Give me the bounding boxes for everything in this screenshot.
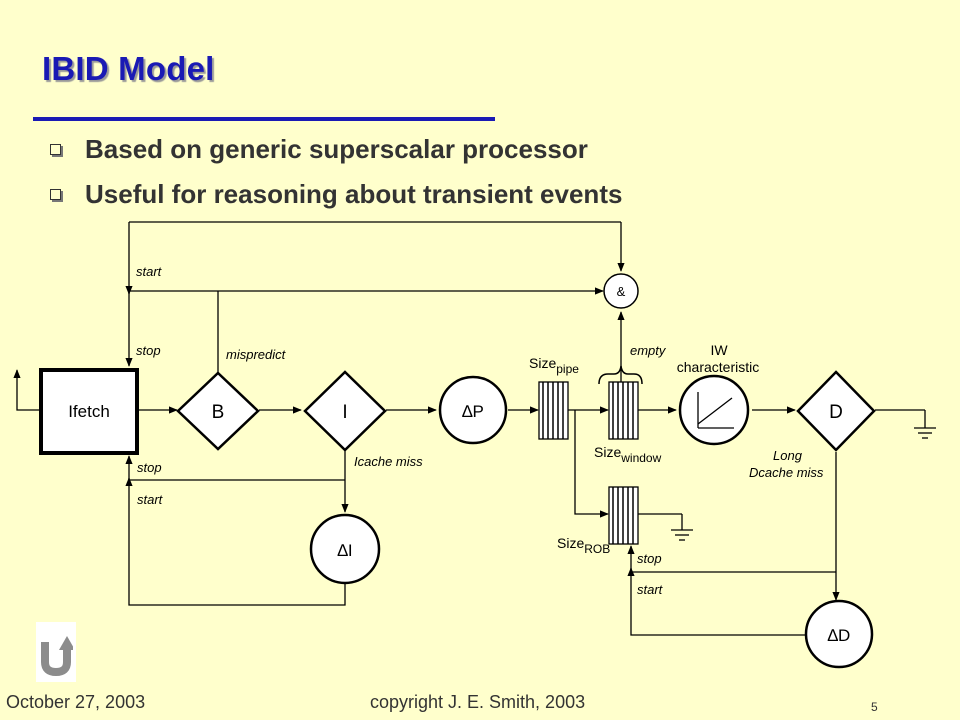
page-number: 5 bbox=[871, 700, 878, 714]
start-bottom-label: start bbox=[137, 492, 164, 507]
icache-miss-label: Icache miss bbox=[354, 454, 423, 469]
iw-label-line1: IW bbox=[710, 342, 728, 358]
d-diamond bbox=[796, 370, 876, 452]
university-logo bbox=[36, 622, 76, 682]
slide-title: IBID Model bbox=[42, 50, 215, 87]
bullet-text: Useful for reasoning about transient eve… bbox=[85, 179, 623, 209]
delta-i-label: ∆I bbox=[337, 541, 352, 560]
mispredict-label: mispredict bbox=[226, 347, 287, 362]
delta-d-label: ∆D bbox=[828, 626, 851, 645]
footer-copyright: copyright J. E. Smith, 2003 bbox=[370, 692, 586, 712]
delta-d-start-line bbox=[627, 567, 806, 636]
size-window-queue bbox=[608, 381, 639, 440]
rob-start-label: start bbox=[637, 582, 664, 597]
and-gate-label: & bbox=[617, 284, 626, 299]
delta-p-label: ∆P bbox=[462, 402, 484, 421]
i-label: I bbox=[342, 402, 347, 423]
iw-characteristic-circle bbox=[678, 374, 750, 446]
iw-label-line2: characteristic bbox=[677, 359, 759, 375]
stop-bottom-label: stop bbox=[137, 460, 162, 475]
bullet-text: Based on generic superscalar processor bbox=[85, 134, 588, 164]
size-pipe-label: Sizepipe bbox=[529, 355, 579, 376]
size-rob-label: SizeROB bbox=[557, 535, 610, 556]
bullet-item: Based on generic superscalar processor bbox=[50, 134, 588, 165]
b-diamond bbox=[176, 371, 260, 451]
delta-i-circle bbox=[309, 513, 381, 585]
start-top-label: start bbox=[136, 264, 163, 279]
size-pipe-queue bbox=[538, 381, 569, 440]
empty-brace-icon bbox=[598, 365, 643, 385]
logo-u-arrow-icon bbox=[41, 636, 73, 676]
i-diamond bbox=[303, 370, 387, 452]
empty-label: empty bbox=[630, 343, 667, 358]
footer-date: October 27, 2003 bbox=[6, 692, 146, 712]
long-label-line2: Dcache miss bbox=[749, 465, 824, 480]
bullet-square-icon bbox=[50, 144, 61, 155]
ifetch-box bbox=[39, 368, 139, 455]
bullet-item: Useful for reasoning about transient eve… bbox=[50, 179, 622, 210]
ifetch-label: Ifetch bbox=[68, 402, 110, 421]
bullet-square-icon bbox=[50, 189, 61, 200]
ifetch-output-line bbox=[13, 369, 39, 411]
d-label: D bbox=[829, 402, 843, 423]
rob-stop-label: stop bbox=[637, 551, 662, 566]
title-underline bbox=[33, 117, 495, 121]
delta-d-circle bbox=[804, 599, 874, 669]
size-rob-queue bbox=[608, 486, 639, 545]
delta-i-start-line bbox=[125, 477, 346, 606]
and-gate-circle bbox=[603, 273, 639, 309]
delta-p-circle bbox=[438, 375, 508, 445]
stop-top-label: stop bbox=[136, 343, 161, 358]
iw-graph-curve bbox=[697, 397, 733, 425]
pipe-to-rob-line bbox=[574, 410, 609, 518]
b-label: B bbox=[212, 402, 225, 423]
long-label-line1: Long bbox=[773, 448, 803, 463]
size-window-label: Sizewindow bbox=[594, 444, 662, 465]
